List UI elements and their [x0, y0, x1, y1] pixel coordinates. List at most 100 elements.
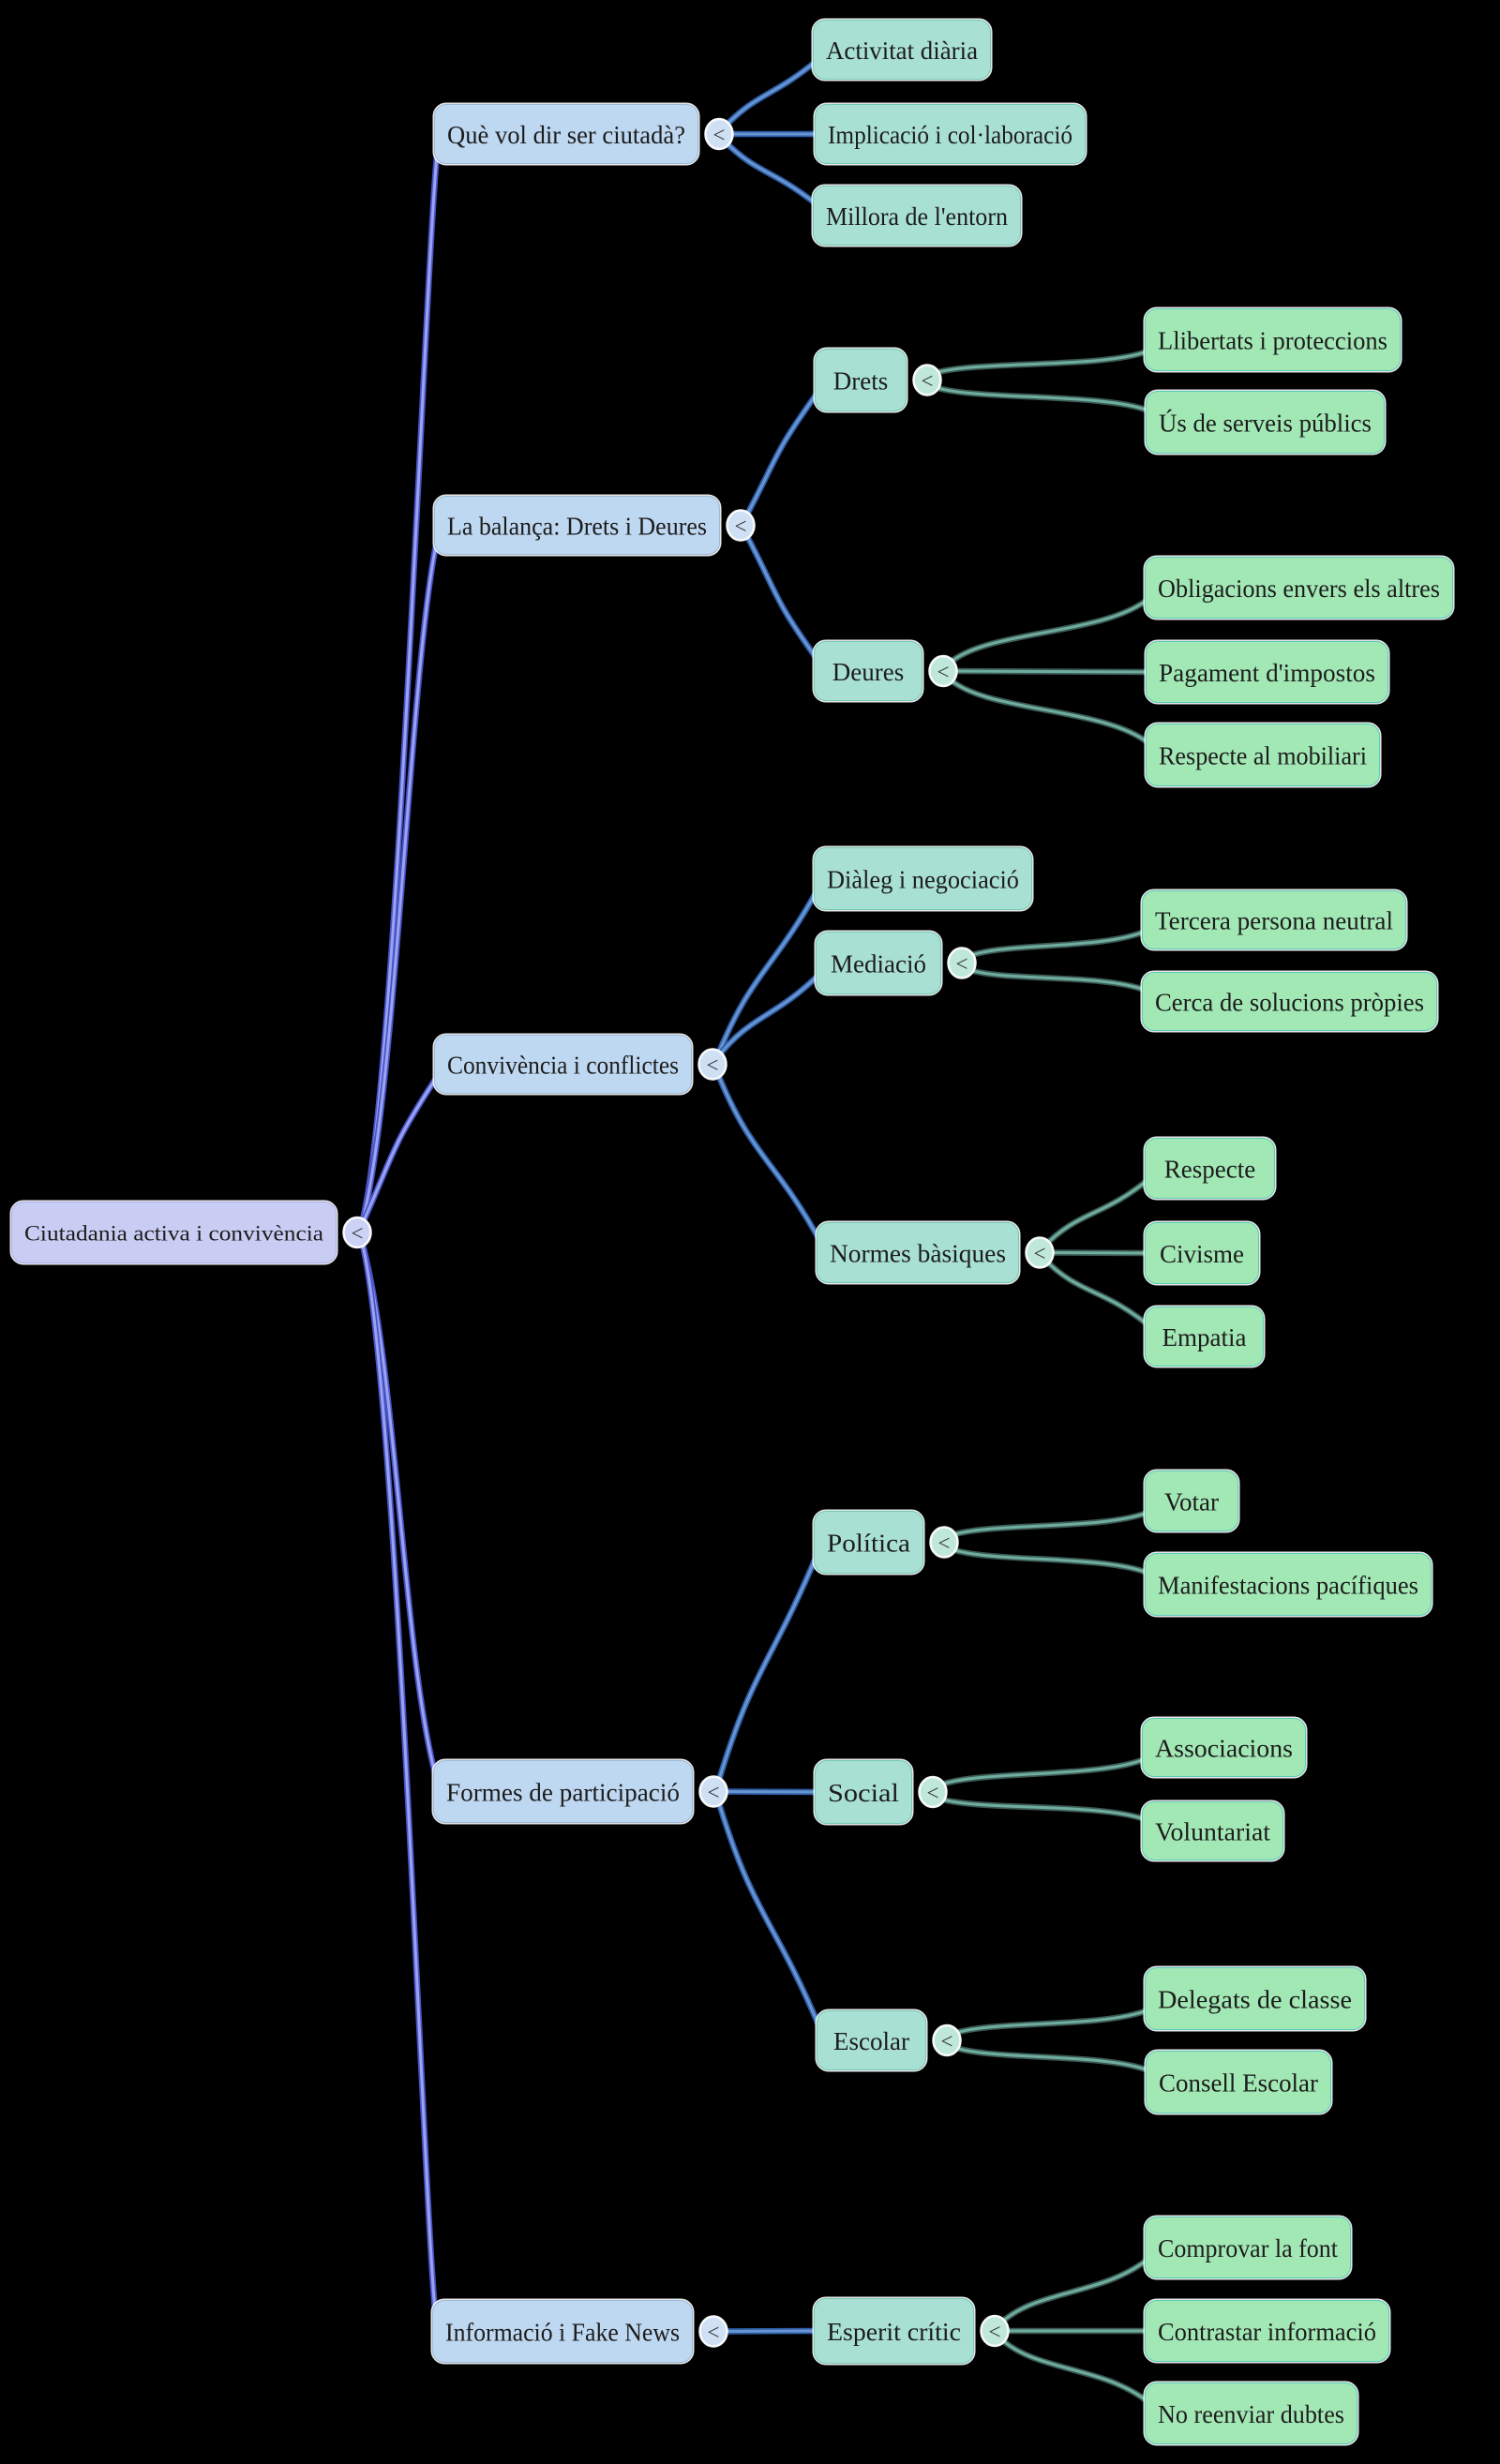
collapse-toggle-mediacio[interactable]: < [947, 947, 977, 979]
edge-deures-obligacions [943, 595, 1152, 669]
mindmap-node-comprovar[interactable]: Comprovar la font [1143, 2215, 1353, 2280]
toggle-circle [932, 2023, 962, 2057]
node-box [814, 1511, 923, 1574]
mindmap-node-associacions[interactable]: Associacions [1140, 1716, 1308, 1779]
mindmap-node-que-vol-dir[interactable]: Què vol dir ser ciutadà? [432, 102, 700, 166]
node-box [1145, 2382, 1358, 2444]
edge-drets-llibertats [927, 348, 1152, 378]
node-box [1142, 1718, 1306, 1777]
collapse-toggle-drets[interactable]: < [912, 364, 942, 396]
collapse-toggle-informacio[interactable]: < [698, 2315, 728, 2348]
node-box [1145, 1222, 1259, 1284]
mindmap-node-root[interactable]: Ciutadania activa i convivència [9, 1200, 338, 1265]
toggle-circle [928, 654, 958, 688]
node-box [815, 1760, 912, 1824]
node-box [1145, 308, 1401, 371]
mindmap-node-us-serveis[interactable]: Ús de serveis públics [1144, 389, 1387, 455]
edge-normes-empatia [1040, 1255, 1152, 1329]
collapse-icon: < [707, 1053, 719, 1077]
edge-que-vol-dir-activitat-diaria [719, 57, 820, 132]
mindmap-node-cerca-solucions[interactable]: Cerca de solucions pròpies [1140, 970, 1439, 1033]
collapse-icon: < [1034, 1242, 1046, 1265]
edge-que-vol-dir-millora-entorn [719, 136, 820, 208]
mindmap-node-consell[interactable]: Consell Escolar [1144, 2049, 1333, 2115]
mindmap-node-social[interactable]: Social [813, 1758, 914, 1826]
collapse-icon: < [938, 1531, 951, 1555]
node-box [1145, 2217, 1351, 2278]
toggle-circle [929, 1526, 959, 1559]
node-box [1145, 1967, 1365, 2030]
node-box [817, 2010, 926, 2070]
mindmap-node-formes[interactable]: Formes de participació [431, 1758, 695, 1825]
mindmap-node-manifestacions[interactable]: Manifestacions pacífiques [1143, 1551, 1433, 1618]
collapse-icon: < [708, 2321, 720, 2344]
edge-balanca-drets [741, 388, 822, 523]
node-box [814, 641, 922, 701]
toggle-circle [1025, 1236, 1055, 1269]
node-box [1146, 2051, 1331, 2113]
node-box [814, 847, 1032, 910]
mindmap-node-dialeg[interactable]: Diàleg i negociació [812, 845, 1034, 912]
collapse-toggle-formes[interactable]: < [698, 1775, 728, 1808]
mindmap-node-informacio[interactable]: Informació i Fake News [430, 2298, 695, 2365]
node-box [434, 104, 698, 164]
node-box [1146, 641, 1388, 703]
edge-social-associacions [933, 1755, 1149, 1790]
mindmap-node-empatia[interactable]: Empatia [1143, 1305, 1266, 1368]
mindmap-node-voluntariat[interactable]: Voluntariat [1140, 1799, 1285, 1862]
mindmap-node-pagament[interactable]: Pagament d'impostos [1144, 639, 1390, 705]
mindmap-node-esperit[interactable]: Esperit crític [812, 2296, 976, 2366]
mindmap-node-normes[interactable]: Normes bàsiques [815, 1220, 1021, 1285]
collapse-toggle-escolar[interactable]: < [932, 2023, 962, 2057]
collapse-toggle-deures[interactable]: < [928, 654, 958, 688]
collapse-toggle-esperit[interactable]: < [980, 2314, 1010, 2348]
mindmap-node-deures[interactable]: Deures [812, 639, 924, 703]
node-box [433, 1760, 693, 1823]
collapse-toggle-convivencia[interactable]: < [698, 1048, 728, 1081]
collapse-toggle-politica[interactable]: < [929, 1526, 959, 1559]
mindmap-node-civisme[interactable]: Civisme [1143, 1220, 1261, 1286]
node-box [11, 1202, 337, 1263]
edge-root-que-vol-dir [357, 142, 442, 1231]
edge-deures-respecte-mobiliari [943, 673, 1153, 747]
node-box [432, 2300, 693, 2363]
toggle-circle [980, 2314, 1010, 2348]
mindmap-node-no-reenviar[interactable]: No reenviar dubtes [1143, 2381, 1359, 2446]
mindmap-node-obligacions[interactable]: Obligacions envers els altres [1143, 555, 1455, 620]
collapse-toggle-normes[interactable]: < [1025, 1236, 1055, 1269]
node-box [813, 20, 991, 80]
mindmap-node-balanca[interactable]: La balança: Drets i Deures [432, 494, 722, 557]
collapse-toggle-social[interactable]: < [918, 1775, 948, 1809]
collapse-icon: < [927, 1782, 939, 1805]
collapse-toggle-que-vol-dir[interactable]: < [704, 117, 734, 151]
toggle-circle [947, 947, 977, 979]
mindmap-node-millora-entorn[interactable]: Millora de l'entorn [811, 184, 1023, 247]
mindmap-node-drets[interactable]: Drets [813, 347, 908, 413]
toggle-circle [912, 364, 942, 396]
mindmap-node-delegats[interactable]: Delegats de classe [1143, 1965, 1367, 2032]
mindmap-node-politica[interactable]: Política [812, 1509, 925, 1575]
toggle-circle [918, 1775, 948, 1809]
mindmap-node-convivencia[interactable]: Convivència i conflictes [432, 1033, 694, 1096]
collapse-toggle-root[interactable]: < [342, 1216, 372, 1249]
mindmap-node-contrastar[interactable]: Contrastar informació [1143, 2298, 1391, 2364]
mindmap-node-activitat-diaria[interactable]: Activitat diària [811, 18, 993, 82]
mindmap-node-votar[interactable]: Votar [1143, 1469, 1240, 1533]
mindmap-node-implicacio[interactable]: Implicació i col·laboració [813, 102, 1088, 166]
edge-esperit-no-reenviar [995, 2333, 1152, 2406]
collapse-toggle-balanca[interactable]: < [726, 509, 756, 542]
collapse-icon: < [941, 2030, 953, 2053]
mindmap-node-respecte[interactable]: Respecte [1143, 1136, 1277, 1201]
mindmap-node-escolar[interactable]: Escolar [815, 2009, 928, 2072]
mindmap-node-respecte-mobiliari[interactable]: Respecte al mobiliari [1144, 722, 1382, 788]
toggle-circle [726, 509, 756, 542]
collapse-icon: < [938, 661, 950, 684]
collapse-icon: < [735, 515, 747, 538]
mindmap-node-tercera-persona[interactable]: Tercera persona neutral [1140, 889, 1408, 951]
node-box [1142, 1801, 1283, 1860]
mindmap-node-mediacio[interactable]: Mediació [814, 930, 943, 996]
toggle-circle [698, 1048, 728, 1081]
node-box [1145, 557, 1453, 619]
mindmap-node-llibertats[interactable]: Llibertats i proteccions [1143, 306, 1402, 373]
